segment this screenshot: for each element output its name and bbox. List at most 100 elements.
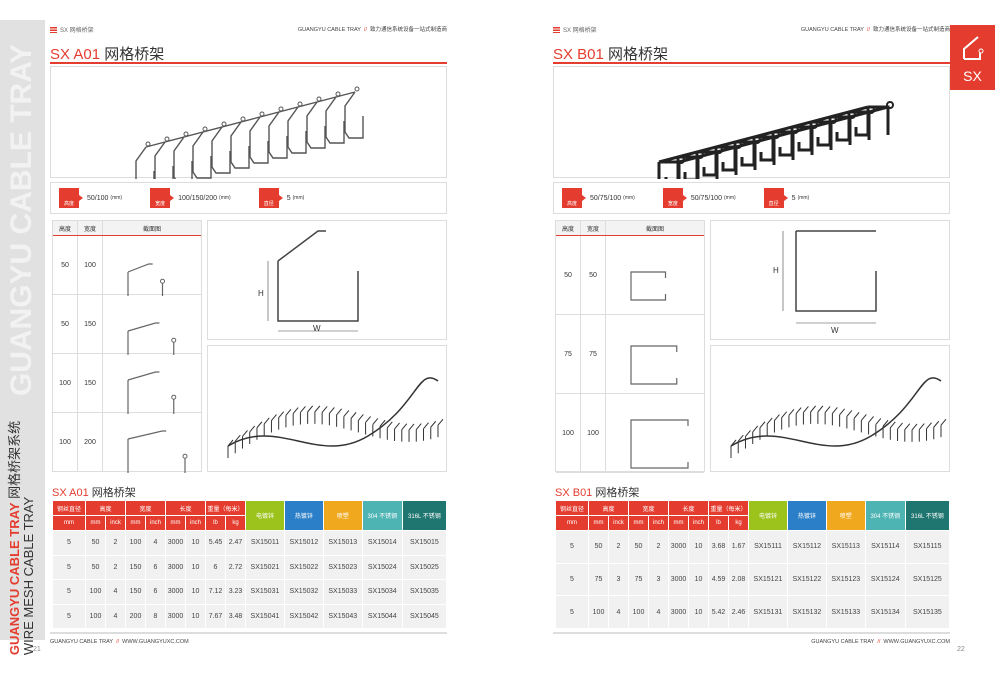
section-header: 高度: [556, 221, 581, 235]
part-number-cell: SX15044: [361, 603, 403, 629]
part-number-cell: SX15043: [322, 603, 363, 629]
unit-header: inch: [145, 515, 166, 531]
part-number-cell: SX15124: [864, 562, 906, 597]
table-cell: 4: [608, 595, 629, 630]
diameter-icon: 直径: [763, 188, 788, 208]
column-group-header: 重量（每米）: [205, 500, 246, 516]
table-cell: 3: [608, 562, 629, 597]
column-group-header: 宽度: [125, 500, 166, 516]
table-cell: 50: [628, 530, 649, 564]
table-cell: 5: [52, 603, 86, 629]
table-cell: 10: [185, 603, 206, 629]
width-label: W: [831, 326, 839, 335]
footer: GUANGYU CABLE TRAY//WWW.GUANGYUXC.COM: [811, 639, 950, 645]
page-header: GUANGYU CABLE TRAY//致力通信系统设备一站式制造商: [297, 27, 447, 33]
diameter-icon: 直径: [258, 188, 283, 208]
category-tab[interactable]: SX: [950, 25, 995, 90]
width-icon: 宽度: [150, 188, 175, 208]
cross-section-icon: [630, 345, 678, 385]
part-number-cell: SX15022: [283, 554, 324, 580]
height-label: H: [258, 289, 264, 298]
product-image: [553, 66, 950, 179]
column-group-header: 长度: [668, 500, 709, 516]
table-cell: 7.67: [205, 603, 226, 629]
table-cell: 5.45: [205, 530, 226, 556]
website-link[interactable]: WWW.GUANGYUXC.COM: [122, 639, 189, 645]
footer: GUANGYU CABLE TRAY//WWW.GUANGYUXC.COM: [50, 639, 189, 645]
height-icon: 高度: [59, 188, 83, 208]
section-header: 宽度: [78, 221, 103, 235]
table-cell: 200: [125, 603, 146, 629]
table-cell: 3.23: [225, 579, 246, 605]
part-number-cell: SX15034: [361, 579, 403, 605]
finish-header: 电镀锌: [748, 500, 788, 531]
table-cell: 100: [85, 603, 106, 629]
table-cell: 10: [688, 530, 709, 564]
column-group-header: 钢丝直径: [555, 500, 589, 516]
table-cell: 5: [555, 530, 589, 564]
part-number-cell: SX15121: [748, 562, 788, 597]
table-cell: 5: [52, 530, 86, 556]
finish-header: 304 不锈钢: [864, 500, 906, 531]
website-link[interactable]: WWW.GUANGYUXC.COM: [883, 639, 950, 645]
width-label: W: [313, 324, 321, 333]
column-group-header: 高度: [85, 500, 126, 516]
tray-logo-icon: [963, 36, 984, 60]
column-group-header: 长度: [165, 500, 206, 516]
part-number-cell: SX15012: [283, 530, 324, 556]
part-number-cell: SX15014: [361, 530, 403, 556]
table-cell: 4: [145, 530, 166, 556]
cable-tray-illustration: [135, 86, 364, 179]
section-header: 截面图: [142, 226, 161, 233]
unit-header: inck: [105, 515, 126, 531]
footer-divider: [553, 632, 950, 634]
unit-header: lb: [205, 515, 226, 531]
width-icon: 宽度: [662, 188, 687, 208]
table-cell: 3: [648, 562, 669, 597]
product-image: [50, 66, 447, 179]
part-number-cell: SX15113: [825, 530, 866, 564]
table-cell: 2: [648, 530, 669, 564]
part-number-cell: SX15134: [864, 595, 906, 630]
menu-icon: [553, 27, 560, 33]
finish-header: 喷塑: [322, 500, 363, 531]
page-header: GUANGYU CABLE TRAY//致力通信系统设备一站式制造商: [800, 27, 950, 33]
table-cell: 2.08: [728, 562, 749, 597]
column-group-header: 钢丝直径: [52, 500, 86, 516]
table-cell: 8: [145, 603, 166, 629]
table-title: SX A01 网格桥架: [52, 487, 136, 499]
table-cell: 10: [185, 579, 206, 605]
page-left: SX 网格桥架 GUANGYU CABLE TRAY//致力通信系统设备一站式制…: [50, 20, 448, 660]
table-cell: 2.72: [225, 554, 246, 580]
part-number-cell: SX15131: [748, 595, 788, 630]
table-cell: 100: [628, 595, 649, 630]
table-cell: 2: [105, 554, 126, 580]
table-cell: 2.47: [225, 530, 246, 556]
unit-header: mm: [52, 515, 86, 531]
table-cell: 3000: [165, 603, 186, 629]
table-cell: 2: [608, 530, 629, 564]
unit-header: mm: [555, 515, 589, 531]
footer-divider: [50, 632, 447, 634]
table-cell: 3000: [165, 554, 186, 580]
sidebar-brand: GUANGYU CABLE TRAY 网格桥架系统 WIRE MESH CABL…: [7, 420, 36, 656]
height-label: H: [773, 266, 779, 275]
part-number-cell: SX15125: [904, 562, 951, 597]
unit-header: inck: [608, 515, 629, 531]
unit-header: mm: [668, 515, 689, 531]
table-cell: 100: [85, 579, 106, 605]
table-cell: 150: [125, 579, 146, 605]
part-number-cell: SX15045: [401, 603, 448, 629]
part-number-cell: SX15011: [245, 530, 285, 556]
height-icon: 高度: [562, 188, 586, 208]
